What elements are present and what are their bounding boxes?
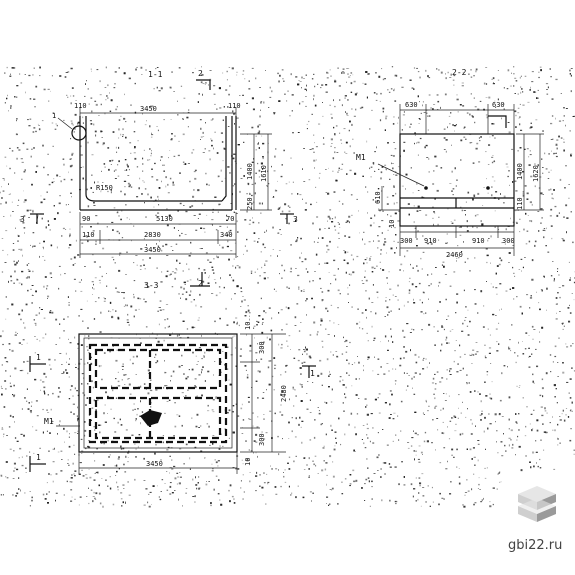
dim-2-bottom-left: 300	[400, 237, 413, 245]
section-3-3: 3-3 2 M1 1 1 1 10 300 2480	[29, 272, 316, 474]
embedded-part-blob	[140, 410, 162, 426]
section-2-2: 2-2 630 630 M1 1400 1620 110 610 10	[356, 68, 544, 259]
dim-2-bottom-mid2: 910	[472, 237, 485, 245]
section-3-marker-2: 2	[198, 279, 203, 288]
callout-circle	[71, 125, 87, 141]
dim-1-right-wall: 110	[228, 102, 241, 110]
section-3-mark-left: 3	[20, 215, 25, 224]
dim-3-right-top-small: 10	[244, 322, 252, 330]
dim-2-height-total: 1620	[532, 165, 540, 182]
section-1-title: 1-1	[148, 70, 163, 79]
dim-1-mark-90: 90	[82, 215, 90, 223]
dim-2-left-side: 610	[374, 191, 382, 204]
section-1-1: 1-1 2 3450 110 110 1 R150 1400 1610 250	[20, 69, 298, 258]
dim-2-top-left: 630	[405, 101, 418, 109]
dim-3-bottom-total: 3450	[146, 460, 163, 468]
dim-2-top-right: 630	[492, 101, 505, 109]
scan-noise	[0, 66, 575, 508]
dim-1-top-total: 3450	[140, 105, 157, 113]
dim-1-left-wall: 110	[74, 102, 87, 110]
dim-1-height-inner: 1400	[246, 163, 254, 180]
dim-1-bottom-inner: 2830	[144, 231, 161, 239]
dim-1-radius: R150	[96, 184, 113, 192]
dim-2-right-small: 110	[516, 197, 524, 210]
mark-left-bottom: 1	[36, 453, 41, 462]
dim-3-right-total: 2480	[280, 385, 288, 402]
section-1-marker-2: 2	[198, 69, 203, 78]
callout-label: 1	[52, 112, 56, 120]
section-3-title: 3-3	[144, 281, 159, 290]
dim-3-right-top: 300	[258, 341, 266, 354]
section-2-title: 2-2	[452, 68, 467, 77]
dim-3-right-bottom: 300	[258, 433, 266, 446]
dim-1-bottom-total: 3450	[144, 246, 161, 254]
embedded-mark-m1-section2: M1	[356, 153, 366, 162]
dim-1-bottom-left: 110	[82, 231, 95, 239]
dim-2-bottom-mid1: 910	[424, 237, 437, 245]
dim-1-bottom-right: 340	[220, 231, 233, 239]
embedded-mark-m1-section3: M1	[44, 417, 54, 426]
dim-2-bottom-right: 300	[502, 237, 515, 245]
section-3-mark-right: 3	[293, 215, 298, 224]
watermark-text: gbi22.ru	[508, 538, 563, 553]
mark-right: 1	[310, 369, 315, 378]
dim-1-mark-70: 70	[226, 215, 234, 223]
dim-1-bottom-mid: 5130	[156, 215, 173, 223]
dim-1-base-step: 250	[246, 197, 254, 210]
site-logo-icon	[518, 486, 556, 522]
dim-2-bottom-total: 2460	[446, 251, 463, 259]
mark-left-top: 1	[36, 353, 41, 362]
dim-2-left-small: 10	[388, 220, 396, 228]
dim-2-height-inner: 1400	[516, 163, 524, 180]
dim-1-height-total: 1610	[260, 165, 268, 182]
dim-3-right-bottom-small: 10	[244, 458, 252, 466]
